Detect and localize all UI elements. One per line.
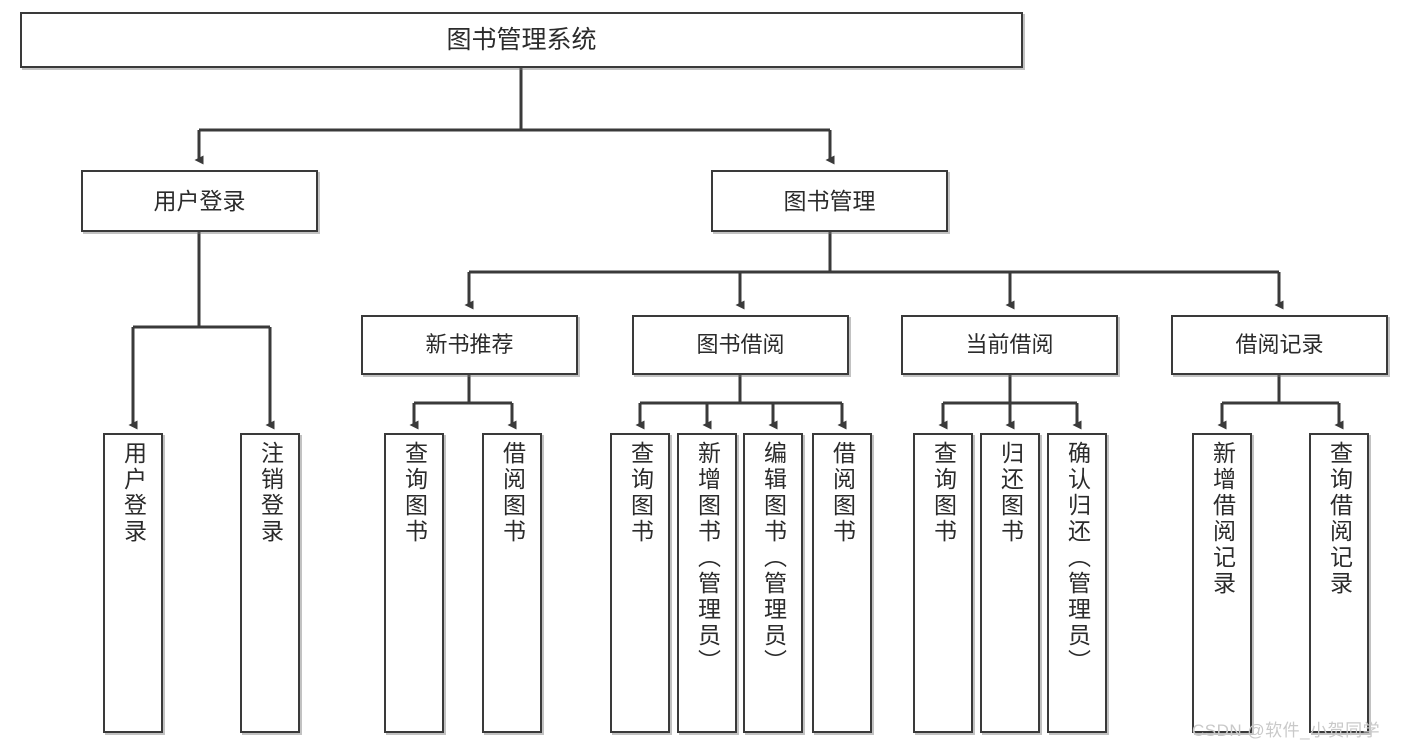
node-leaf-query-book-3[interactable]: 查询图书: [913, 433, 973, 733]
node-current-borrow[interactable]: 当前借阅: [901, 315, 1118, 375]
node-leaf-query-book-1-label: 查询图书: [401, 441, 428, 545]
node-leaf-borrow-book-2[interactable]: 借阅图书: [812, 433, 872, 733]
node-book-borrow-label: 图书借阅: [696, 332, 785, 358]
node-leaf-edit-book-label: 编辑图书（管理员）: [760, 441, 787, 675]
node-leaf-query-book-2[interactable]: 查询图书: [610, 433, 670, 733]
node-leaf-confirm-return-label: 确认归还（管理员）: [1064, 441, 1091, 675]
node-borrow-record-label: 借阅记录: [1235, 332, 1324, 358]
node-new-book-recommend[interactable]: 新书推荐: [361, 315, 578, 375]
node-leaf-borrow-book-1[interactable]: 借阅图书: [482, 433, 542, 733]
node-leaf-return-book[interactable]: 归还图书: [980, 433, 1040, 733]
node-leaf-query-book-2-label: 查询图书: [627, 441, 654, 545]
node-leaf-query-record[interactable]: 查询借阅记录: [1309, 433, 1369, 733]
node-leaf-logout-login-label: 注销登录: [257, 441, 284, 545]
node-book-management[interactable]: 图书管理: [711, 170, 948, 232]
node-leaf-return-book-label: 归还图书: [997, 441, 1024, 545]
node-leaf-add-record-label: 新增借阅记录: [1209, 441, 1236, 597]
node-leaf-add-book[interactable]: 新增图书（管理员）: [677, 433, 737, 733]
node-leaf-borrow-book-2-label: 借阅图书: [829, 441, 856, 545]
node-leaf-logout-login[interactable]: 注销登录: [240, 433, 300, 733]
node-user-login[interactable]: 用户登录: [81, 170, 318, 232]
node-leaf-user-login-label: 用户登录: [120, 441, 147, 545]
node-book-management-label: 图书管理: [783, 187, 876, 214]
node-leaf-query-book-1[interactable]: 查询图书: [384, 433, 444, 733]
node-current-borrow-label: 当前借阅: [965, 332, 1054, 358]
node-leaf-edit-book[interactable]: 编辑图书（管理员）: [743, 433, 803, 733]
node-new-book-recommend-label: 新书推荐: [425, 332, 514, 358]
node-leaf-confirm-return[interactable]: 确认归还（管理员）: [1047, 433, 1107, 733]
node-leaf-query-record-label: 查询借阅记录: [1326, 441, 1353, 597]
node-leaf-query-book-3-label: 查询图书: [930, 441, 957, 545]
node-borrow-record[interactable]: 借阅记录: [1171, 315, 1388, 375]
node-leaf-add-record[interactable]: 新增借阅记录: [1192, 433, 1252, 733]
node-leaf-add-book-label: 新增图书（管理员）: [694, 441, 721, 675]
node-leaf-user-login[interactable]: 用户登录: [103, 433, 163, 733]
node-user-login-label: 用户登录: [153, 187, 246, 214]
node-root-label: 图书管理系统: [446, 25, 597, 54]
node-book-borrow[interactable]: 图书借阅: [632, 315, 849, 375]
node-root[interactable]: 图书管理系统: [20, 12, 1023, 68]
csdn-watermark: CSDN @软件_小贺同学: [1192, 721, 1381, 740]
node-leaf-borrow-book-1-label: 借阅图书: [499, 441, 526, 545]
